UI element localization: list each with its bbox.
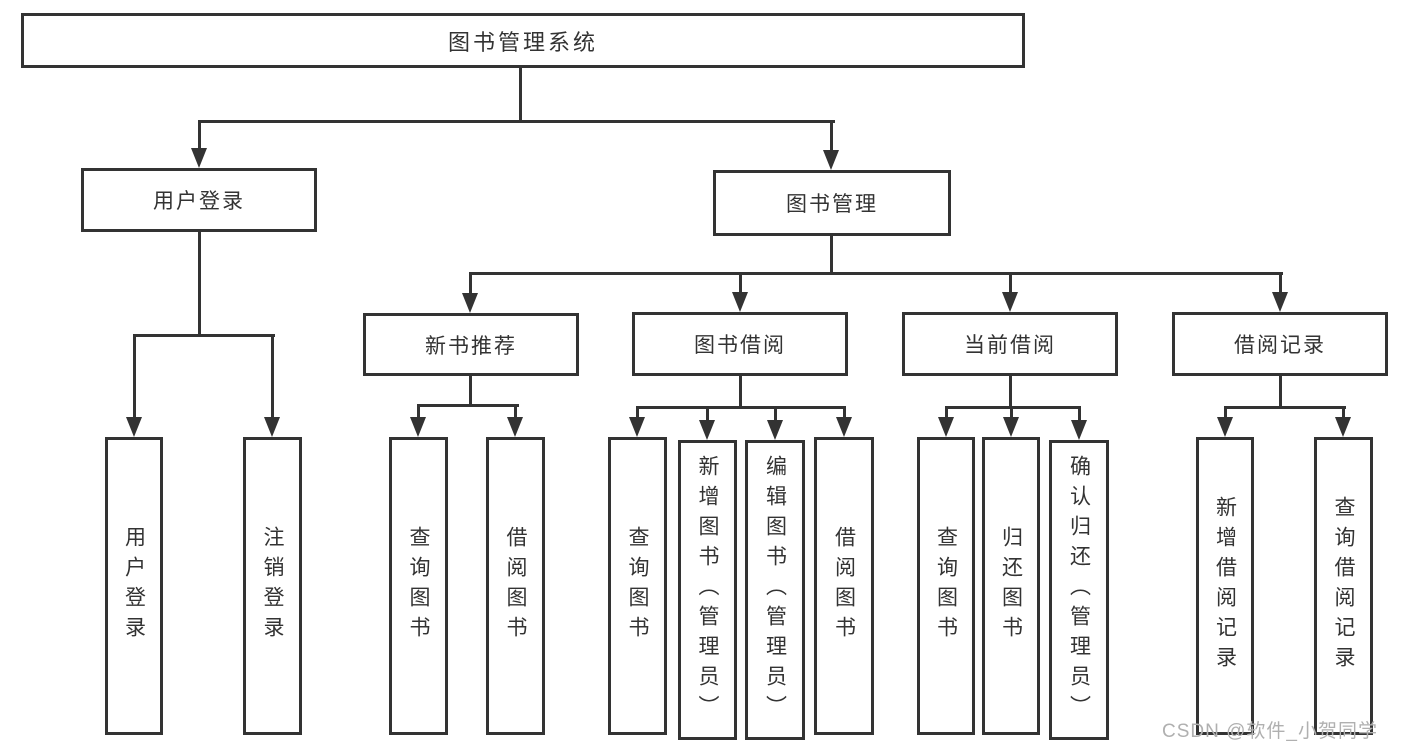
node-book-borrow: 图书借阅 — [632, 312, 848, 376]
leaf-current-return-books: 归还图书 — [982, 437, 1040, 735]
node-new-book-recommend: 新书推荐 — [363, 313, 579, 376]
connector-line — [945, 406, 948, 417]
leaf-recommend-query-books: 查询图书 — [389, 437, 448, 735]
connector-line — [1009, 376, 1012, 408]
leaf-borrow-add-books-admin: 新增图书（管理员） — [678, 440, 737, 740]
arrow-down-icon — [629, 417, 645, 437]
leaf-borrow-edit-books-admin: 编辑图书（管理员） — [745, 440, 805, 740]
arrow-down-icon — [264, 417, 280, 437]
connector-line — [843, 406, 846, 417]
arrow-down-icon — [1272, 292, 1288, 312]
leaf-recommend-borrow-books: 借阅图书 — [486, 437, 545, 735]
arrow-down-icon — [1071, 420, 1087, 440]
connector-line — [271, 334, 274, 417]
leaf-borrow-borrow-books: 借阅图书 — [814, 437, 874, 735]
leaf-current-query-books: 查询图书 — [917, 437, 975, 735]
connector-line — [1078, 406, 1081, 420]
connector-line — [417, 404, 420, 417]
arrow-down-icon — [767, 420, 783, 440]
leaf-records-add-record: 新增借阅记录 — [1196, 437, 1254, 735]
arrow-down-icon — [410, 417, 426, 437]
arrow-down-icon — [1003, 417, 1019, 437]
arrow-down-icon — [462, 293, 478, 313]
leaf-current-confirm-return-admin: 确认归还（管理员） — [1049, 440, 1109, 740]
connector-line — [1279, 376, 1282, 408]
connector-line — [133, 334, 275, 337]
csdn-watermark: CSDN @软件_小贺同学 — [1162, 721, 1378, 742]
connector-line — [636, 406, 639, 417]
connector-line — [739, 376, 742, 408]
arrow-down-icon — [1217, 417, 1233, 437]
leaf-user-login: 用户登录 — [105, 437, 163, 735]
arrow-down-icon — [938, 417, 954, 437]
connector-line — [1342, 406, 1345, 417]
connector-line — [706, 406, 709, 420]
leaf-borrow-query-books: 查询图书 — [608, 437, 667, 735]
node-book-management: 图书管理 — [713, 170, 951, 236]
connector-line — [417, 404, 519, 407]
connector-line — [1010, 406, 1013, 417]
connector-line — [739, 272, 742, 292]
connector-line — [830, 236, 833, 275]
node-current-borrow: 当前借阅 — [902, 312, 1118, 376]
arrow-down-icon — [1002, 292, 1018, 312]
connector-line — [1009, 272, 1012, 292]
leaf-records-query-record: 查询借阅记录 — [1314, 437, 1373, 735]
connector-line — [469, 272, 472, 293]
connector-line — [469, 272, 1283, 275]
arrow-down-icon — [823, 150, 839, 170]
connector-line — [198, 120, 835, 123]
leaf-logout: 注销登录 — [243, 437, 302, 735]
connector-line — [830, 120, 833, 152]
connector-line — [198, 232, 201, 337]
connector-line — [1279, 272, 1282, 292]
connector-line — [519, 68, 522, 122]
arrow-down-icon — [507, 417, 523, 437]
arrow-down-icon — [699, 420, 715, 440]
connector-line — [514, 404, 517, 417]
connector-line — [636, 406, 846, 409]
connector-line — [945, 406, 1081, 409]
node-root-system: 图书管理系统 — [21, 13, 1025, 68]
connector-line — [198, 120, 201, 150]
connector-line — [774, 406, 777, 420]
connector-line — [1224, 406, 1346, 409]
node-user-login: 用户登录 — [81, 168, 317, 232]
connector-line — [1224, 406, 1227, 417]
arrow-down-icon — [126, 417, 142, 437]
connector-line — [469, 376, 472, 406]
node-borrow-records: 借阅记录 — [1172, 312, 1388, 376]
arrow-down-icon — [1335, 417, 1351, 437]
arrow-down-icon — [732, 292, 748, 312]
arrow-down-icon — [191, 148, 207, 168]
arrow-down-icon — [836, 417, 852, 437]
connector-line — [133, 334, 136, 417]
